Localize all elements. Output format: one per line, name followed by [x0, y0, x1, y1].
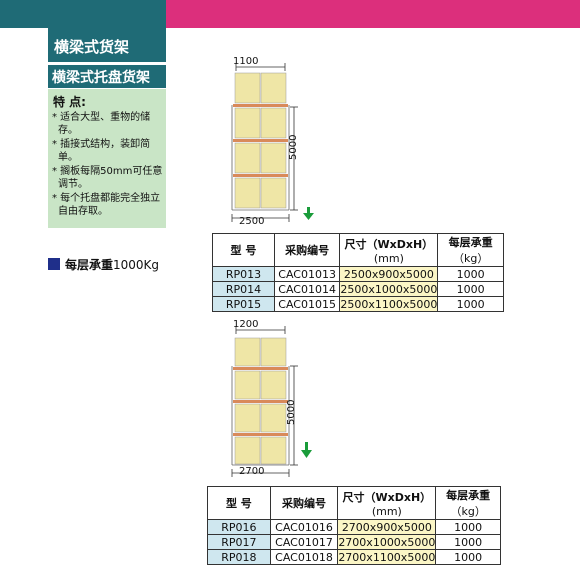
cell-size: 2700x1100x5000	[337, 549, 437, 565]
cell-size: 2500x1100x5000	[339, 296, 439, 312]
cell-code: CAC01015	[273, 296, 341, 312]
rack2-depth-label: 1200	[233, 319, 259, 330]
feature-item: * 插接式结构，装卸简单。	[52, 139, 151, 163]
cell-size: 2700x1000x5000	[337, 534, 437, 550]
cell-model: RP014	[212, 281, 275, 297]
subtitle-block: 横梁式托盘货架	[48, 63, 166, 88]
cell-code: CAC01016	[269, 519, 339, 535]
rack1-depth-label: 1100	[233, 56, 259, 67]
rack2-height-label: 5000	[286, 399, 297, 425]
header-load-unit: （kg）	[453, 252, 489, 265]
header-load-label: 每层承重	[446, 489, 491, 502]
header-size-label: 尺寸（WxDxH）	[342, 490, 432, 504]
header-model: 型 号	[212, 233, 275, 267]
cell-load: 1000	[437, 281, 504, 297]
load-label: 每层承重	[65, 258, 114, 272]
page-subtitle: 横梁式托盘货架	[52, 70, 150, 86]
table-header-row: 型 号 采购编号 尺寸（WxDxH）(mm) 每层承重 （kg）	[207, 486, 501, 520]
cell-load: 1000	[435, 519, 501, 535]
cell-code: CAC01018	[269, 549, 339, 565]
header-model: 型 号	[207, 486, 271, 520]
cell-code: CAC01017	[269, 534, 339, 550]
header-code: 采购编号	[269, 486, 339, 520]
header-load: 每层承重 （kg）	[435, 486, 501, 520]
header-load-unit: （kg）	[450, 505, 486, 518]
header-size-unit: (mm)	[373, 251, 404, 265]
down-arrow-icon	[301, 442, 312, 458]
cell-code: CAC01014	[273, 281, 341, 297]
rack-diagram-1	[231, 63, 314, 222]
features-panel: 特 点: * 适合大型、重物的储存。 * 插接式结构，装卸简单。 * 搁板每隔5…	[48, 89, 166, 228]
load-note: 每层承重1000Kg	[48, 256, 159, 273]
feature-item: * 搁板每隔50mm可任意调节。	[52, 166, 163, 190]
down-arrow-icon	[303, 207, 314, 220]
cell-model: RP017	[207, 534, 271, 550]
header-size-label: 尺寸（WxDxH）	[344, 237, 434, 251]
cell-model: RP016	[207, 519, 271, 535]
header-load-label: 每层承重	[448, 236, 493, 249]
rack-diagram-2	[231, 326, 312, 477]
cell-load: 1000	[437, 266, 504, 282]
cell-size: 2500x900x5000	[339, 266, 439, 282]
bullet-square-icon	[48, 258, 60, 270]
cell-model: RP018	[207, 549, 271, 565]
page-title: 横梁式货架	[54, 38, 130, 56]
header-code: 采购编号	[273, 233, 341, 267]
cell-load: 1000	[437, 296, 504, 312]
table-header-row: 型 号 采购编号 尺寸（WxDxH）(mm) 每层承重 （kg）	[212, 233, 504, 267]
header-size: 尺寸（WxDxH）(mm)	[339, 233, 439, 267]
cell-code: CAC01013	[273, 266, 341, 282]
cell-load: 1000	[435, 549, 501, 565]
header-size-unit: (mm)	[371, 504, 402, 518]
features-heading: 特 点:	[53, 95, 86, 109]
header-bar-magenta	[166, 0, 580, 28]
feature-item: * 每个托盘都能完全独立自由存取。	[52, 193, 161, 217]
cell-model: RP013	[212, 266, 275, 282]
cell-model: RP015	[212, 296, 275, 312]
rack2-width-label: 2700	[239, 466, 265, 477]
cell-size: 2500x1000x5000	[339, 281, 439, 297]
feature-item: * 适合大型、重物的储存。	[52, 112, 151, 136]
features-list: * 适合大型、重物的储存。 * 插接式结构，装卸简单。 * 搁板每隔50mm可任…	[52, 111, 164, 219]
header-size: 尺寸（WxDxH）(mm)	[337, 486, 437, 520]
cell-size: 2700x900x5000	[337, 519, 437, 535]
header-load: 每层承重 （kg）	[437, 233, 504, 267]
load-value: 1000Kg	[113, 258, 160, 272]
rack1-width-label: 2500	[239, 216, 265, 227]
cell-load: 1000	[435, 534, 501, 550]
rack1-height-label: 5000	[288, 134, 299, 160]
header-bar-teal	[0, 0, 166, 28]
title-block: 横梁式货架	[48, 28, 166, 62]
